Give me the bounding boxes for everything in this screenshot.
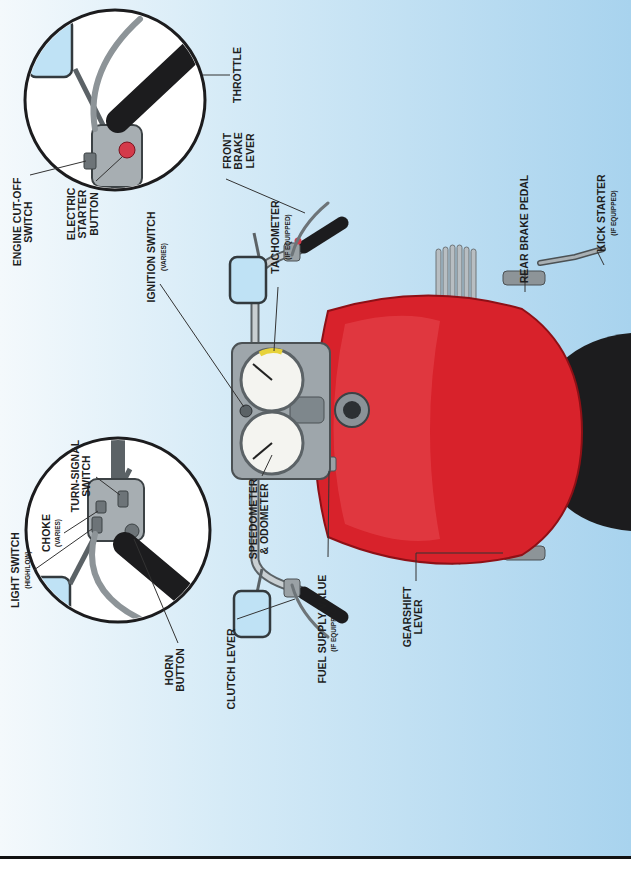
fin bbox=[443, 247, 448, 303]
inset-circle bbox=[25, 10, 205, 190]
left-grip bbox=[125, 544, 200, 607]
leader-line bbox=[160, 284, 244, 407]
qualifier-note: (VARIES) bbox=[160, 222, 167, 292]
fuel-cap-center bbox=[343, 401, 361, 419]
inset-outline bbox=[26, 438, 210, 622]
kick-starter-highlight bbox=[540, 249, 603, 263]
leader-lines bbox=[30, 75, 604, 643]
leader-line bbox=[203, 75, 230, 76]
part-label: KICK STARTER bbox=[596, 163, 607, 263]
part-label: ELECTRIC STARTER BUTTON bbox=[66, 182, 100, 246]
fin bbox=[436, 249, 441, 301]
kick-starter bbox=[540, 249, 603, 263]
leader-line bbox=[96, 157, 122, 181]
leader-line bbox=[328, 471, 329, 557]
clutch-lever bbox=[92, 534, 140, 619]
leader-line bbox=[64, 511, 98, 533]
fin bbox=[464, 247, 469, 303]
page-margin bbox=[0, 859, 631, 869]
light-switch bbox=[92, 517, 102, 533]
part-label: GEARSHIFT LEVER bbox=[402, 584, 425, 650]
part-label: FUEL SUPPLY VALUE bbox=[317, 559, 328, 699]
inset-outline bbox=[25, 10, 205, 190]
border-line bbox=[0, 856, 631, 859]
fuel-cap bbox=[335, 393, 369, 427]
switch-housing bbox=[92, 125, 142, 187]
brake-lever bbox=[93, 19, 140, 129]
leader-line bbox=[274, 287, 278, 351]
leader-line bbox=[30, 161, 86, 175]
part-label: HORN BUTTON bbox=[164, 644, 187, 696]
qualifier-note: (IF EQUIPPED) bbox=[284, 197, 291, 277]
right-mirror bbox=[230, 257, 266, 303]
qualifier-note: (HIGH/LOW) bbox=[24, 535, 31, 605]
part-label: ENGINE CUT-OFF SWITCH bbox=[12, 174, 35, 270]
part-label: CLUTCH LEVER bbox=[226, 619, 237, 719]
leader-line bbox=[416, 553, 503, 581]
ignition-switch bbox=[240, 405, 252, 417]
part-label: CHOKE bbox=[41, 503, 52, 563]
qualifier-note: (IF EQUIPPED) bbox=[610, 173, 617, 253]
starter-button bbox=[119, 142, 135, 158]
right-grip bbox=[304, 223, 342, 247]
throttle-grip bbox=[118, 44, 200, 121]
part-label: IGNITION SWITCH bbox=[146, 202, 157, 312]
turn-signal-switch bbox=[118, 491, 128, 507]
fin bbox=[471, 249, 476, 301]
needle bbox=[253, 443, 272, 459]
part-label: FRONT BRAKE LEVER bbox=[222, 116, 256, 186]
part-label: SPEEDOMETER & ODOMETER bbox=[248, 477, 271, 561]
right-inset-detail bbox=[28, 17, 200, 209]
leader-line bbox=[226, 179, 305, 213]
part-label: LIGHT SWITCH bbox=[10, 522, 21, 618]
tachometer-dial bbox=[241, 349, 303, 411]
tank-highlight bbox=[334, 316, 441, 541]
part-label: TACHOMETER bbox=[270, 187, 281, 287]
part-label: THROTTLE bbox=[232, 30, 243, 120]
fuel-tank bbox=[314, 295, 582, 563]
speedometer-dial bbox=[241, 412, 303, 474]
qualifier-note: (IF EQUIPPED) bbox=[330, 589, 337, 669]
leader-line bbox=[237, 599, 295, 619]
qualifier-note: (VARIES) bbox=[54, 503, 61, 563]
leader-line bbox=[96, 477, 120, 495]
leader-line bbox=[597, 251, 604, 265]
part-label: REAR BRAKE PEDAL bbox=[519, 169, 530, 289]
front-brake-lever bbox=[292, 203, 328, 255]
instrument-housing bbox=[232, 343, 330, 479]
needle bbox=[253, 364, 272, 380]
leader-line bbox=[134, 539, 178, 643]
leader-line bbox=[262, 455, 272, 476]
part-label: TURN-SIGNAL SWITCH bbox=[70, 435, 93, 517]
redline-arc bbox=[260, 351, 282, 354]
